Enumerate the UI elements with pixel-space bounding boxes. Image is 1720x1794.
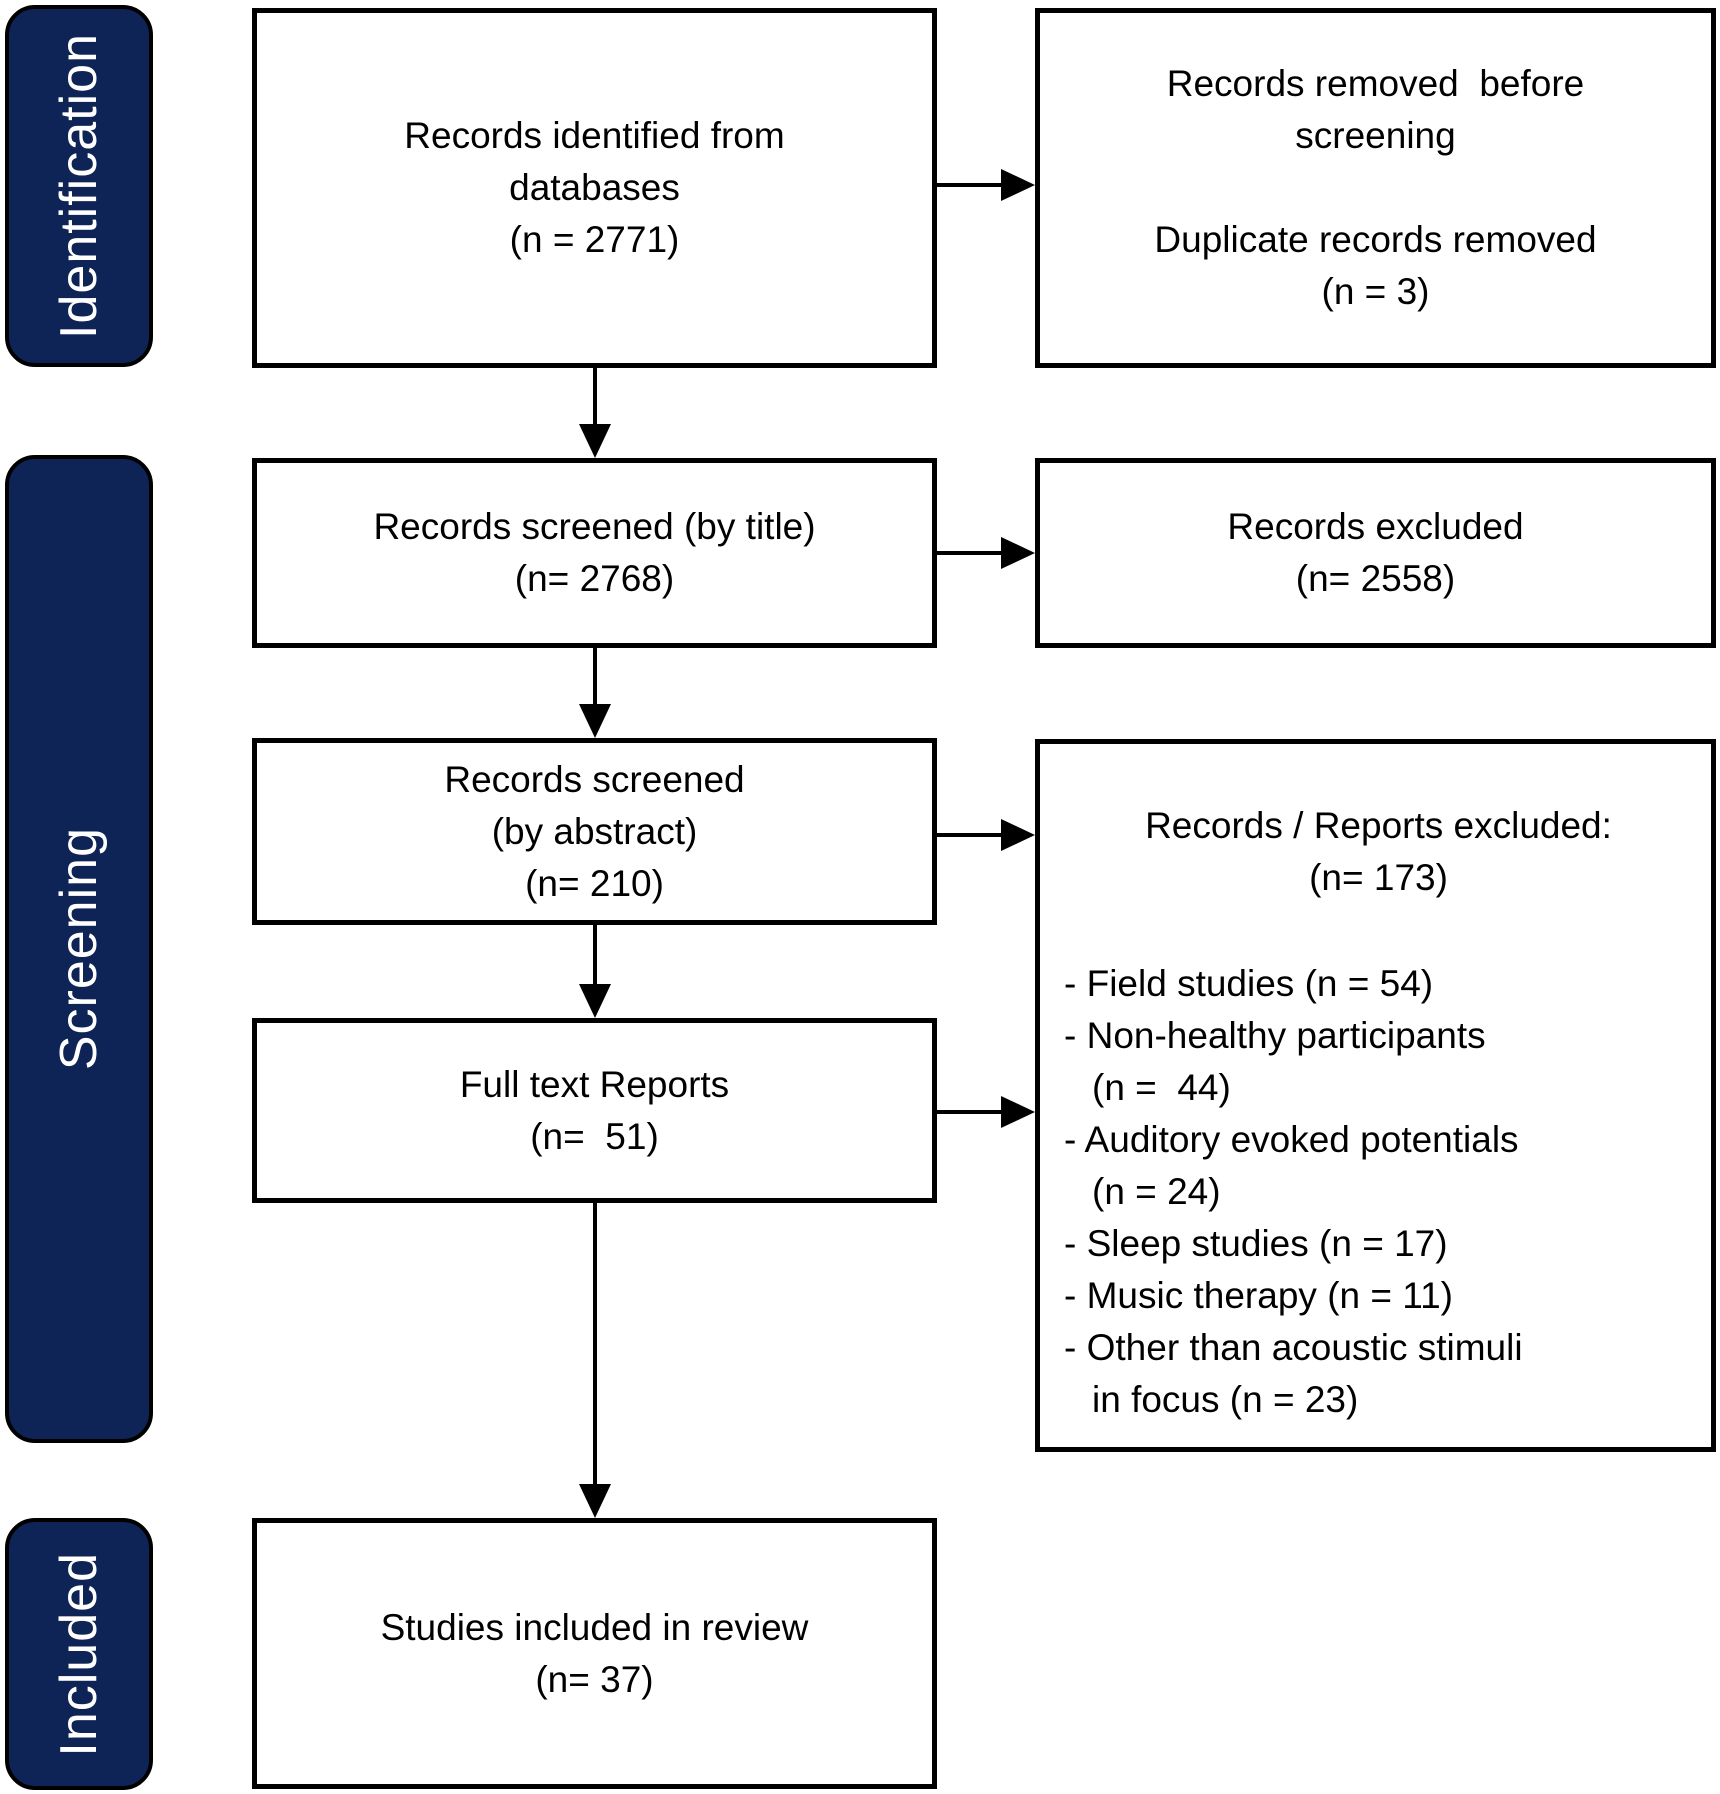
arrow-screened-abstract-to-excluded-reports <box>937 819 1035 851</box>
box-records-removed-before-screening: Records removed before screening Duplica… <box>1035 8 1716 368</box>
box-paragraph: Records removed before screening <box>1167 58 1584 162</box>
box-text-line: (n= 210) <box>525 862 664 904</box>
box-records-identified: Records identified from databases (n = 2… <box>252 8 937 368</box>
arrow-screened-title-to-screened-abstract <box>579 648 611 738</box>
box-text-line: (n = 3) <box>1321 271 1430 312</box>
stage-label-text: Identification <box>50 33 108 339</box>
stage-label-identification: Identification <box>5 5 153 367</box>
arrow-identified-to-screened-title <box>579 368 611 458</box>
box-records-screened-by-abstract: Records screened (by abstract) (n= 210) <box>252 738 937 925</box>
box-text-line: Records / Reports excluded: <box>1145 805 1612 846</box>
box-studies-included-in-review: Studies included in review (n= 37) <box>252 1518 937 1789</box>
stage-label-text: Included <box>50 1551 108 1757</box>
box-text-line: (n= 37) <box>535 1658 654 1700</box>
box-text-line: (n= 2558) <box>1295 558 1456 599</box>
box-text-line: (by abstract) <box>491 810 698 852</box>
box-text-line: Duplicate records removed <box>1154 219 1597 260</box>
exclusion-reason-line: - Other than acoustic stimuli <box>1064 1327 1523 1368</box>
box-text-line: Records excluded <box>1227 506 1524 547</box>
stage-label-screening: Screening <box>5 455 153 1443</box>
exclusion-reason-line: in focus (n = 23) <box>1092 1379 1359 1420</box>
stage-label-included: Included <box>5 1518 153 1790</box>
exclusion-reason-line: - Field studies (n = 54) <box>1064 963 1434 1004</box>
stage-label-text: Screening <box>50 827 108 1071</box>
exclusion-reason-line: - Auditory evoked potentials <box>1064 1119 1519 1160</box>
arrow-screened-title-to-excluded <box>937 537 1035 569</box>
box-text-line: Records screened (by title) <box>373 506 816 547</box>
exclusion-reason-line: (n = 24) <box>1092 1171 1221 1212</box>
arrow-full-text-to-excluded-reports <box>937 1096 1035 1128</box>
box-text-line: Records screened <box>444 758 745 800</box>
box-records-reports-excluded: Records / Reports excluded: (n= 173) - F… <box>1035 739 1716 1452</box>
box-text-line: screening <box>1295 115 1456 156</box>
box-text-line: (n = 2771) <box>509 219 680 260</box>
arrow-identified-to-removed <box>937 169 1035 201</box>
exclusion-header: Records / Reports excluded: (n= 173) <box>1064 800 1693 904</box>
box-records-screened-by-title: Records screened (by title) (n= 2768) <box>252 458 937 648</box>
box-text-line: Full text Reports <box>459 1063 730 1105</box>
arrow-screened-abstract-to-full-text <box>579 925 611 1018</box>
box-text-line: Studies included in review <box>380 1606 809 1648</box>
exclusion-reason-line: - Non-healthy participants <box>1064 1015 1486 1056</box>
box-text-line: (n= 51) <box>530 1115 659 1157</box>
box-full-text-reports: Full text Reports (n= 51) <box>252 1018 937 1203</box>
box-text-line: Records removed before <box>1166 63 1585 104</box>
exclusion-reason-list: - Field studies (n = 54) - Non-healthy p… <box>1064 958 1693 1426</box>
arrow-full-text-to-included <box>579 1203 611 1518</box>
box-text-line: databases <box>509 167 680 208</box>
box-text-line: Records identified from <box>404 115 785 156</box>
box-text-line: (n= 173) <box>1309 857 1448 898</box>
exclusion-reason-line: (n = 44) <box>1092 1067 1231 1108</box>
box-records-excluded: Records excluded (n= 2558) <box>1035 458 1716 648</box>
box-paragraph: Duplicate records removed (n = 3) <box>1154 214 1596 318</box>
box-text-line: (n= 2768) <box>514 558 675 599</box>
exclusion-reason-line: - Music therapy (n = 11) <box>1064 1275 1453 1316</box>
exclusion-reason-line: - Sleep studies (n = 17) <box>1064 1223 1448 1264</box>
